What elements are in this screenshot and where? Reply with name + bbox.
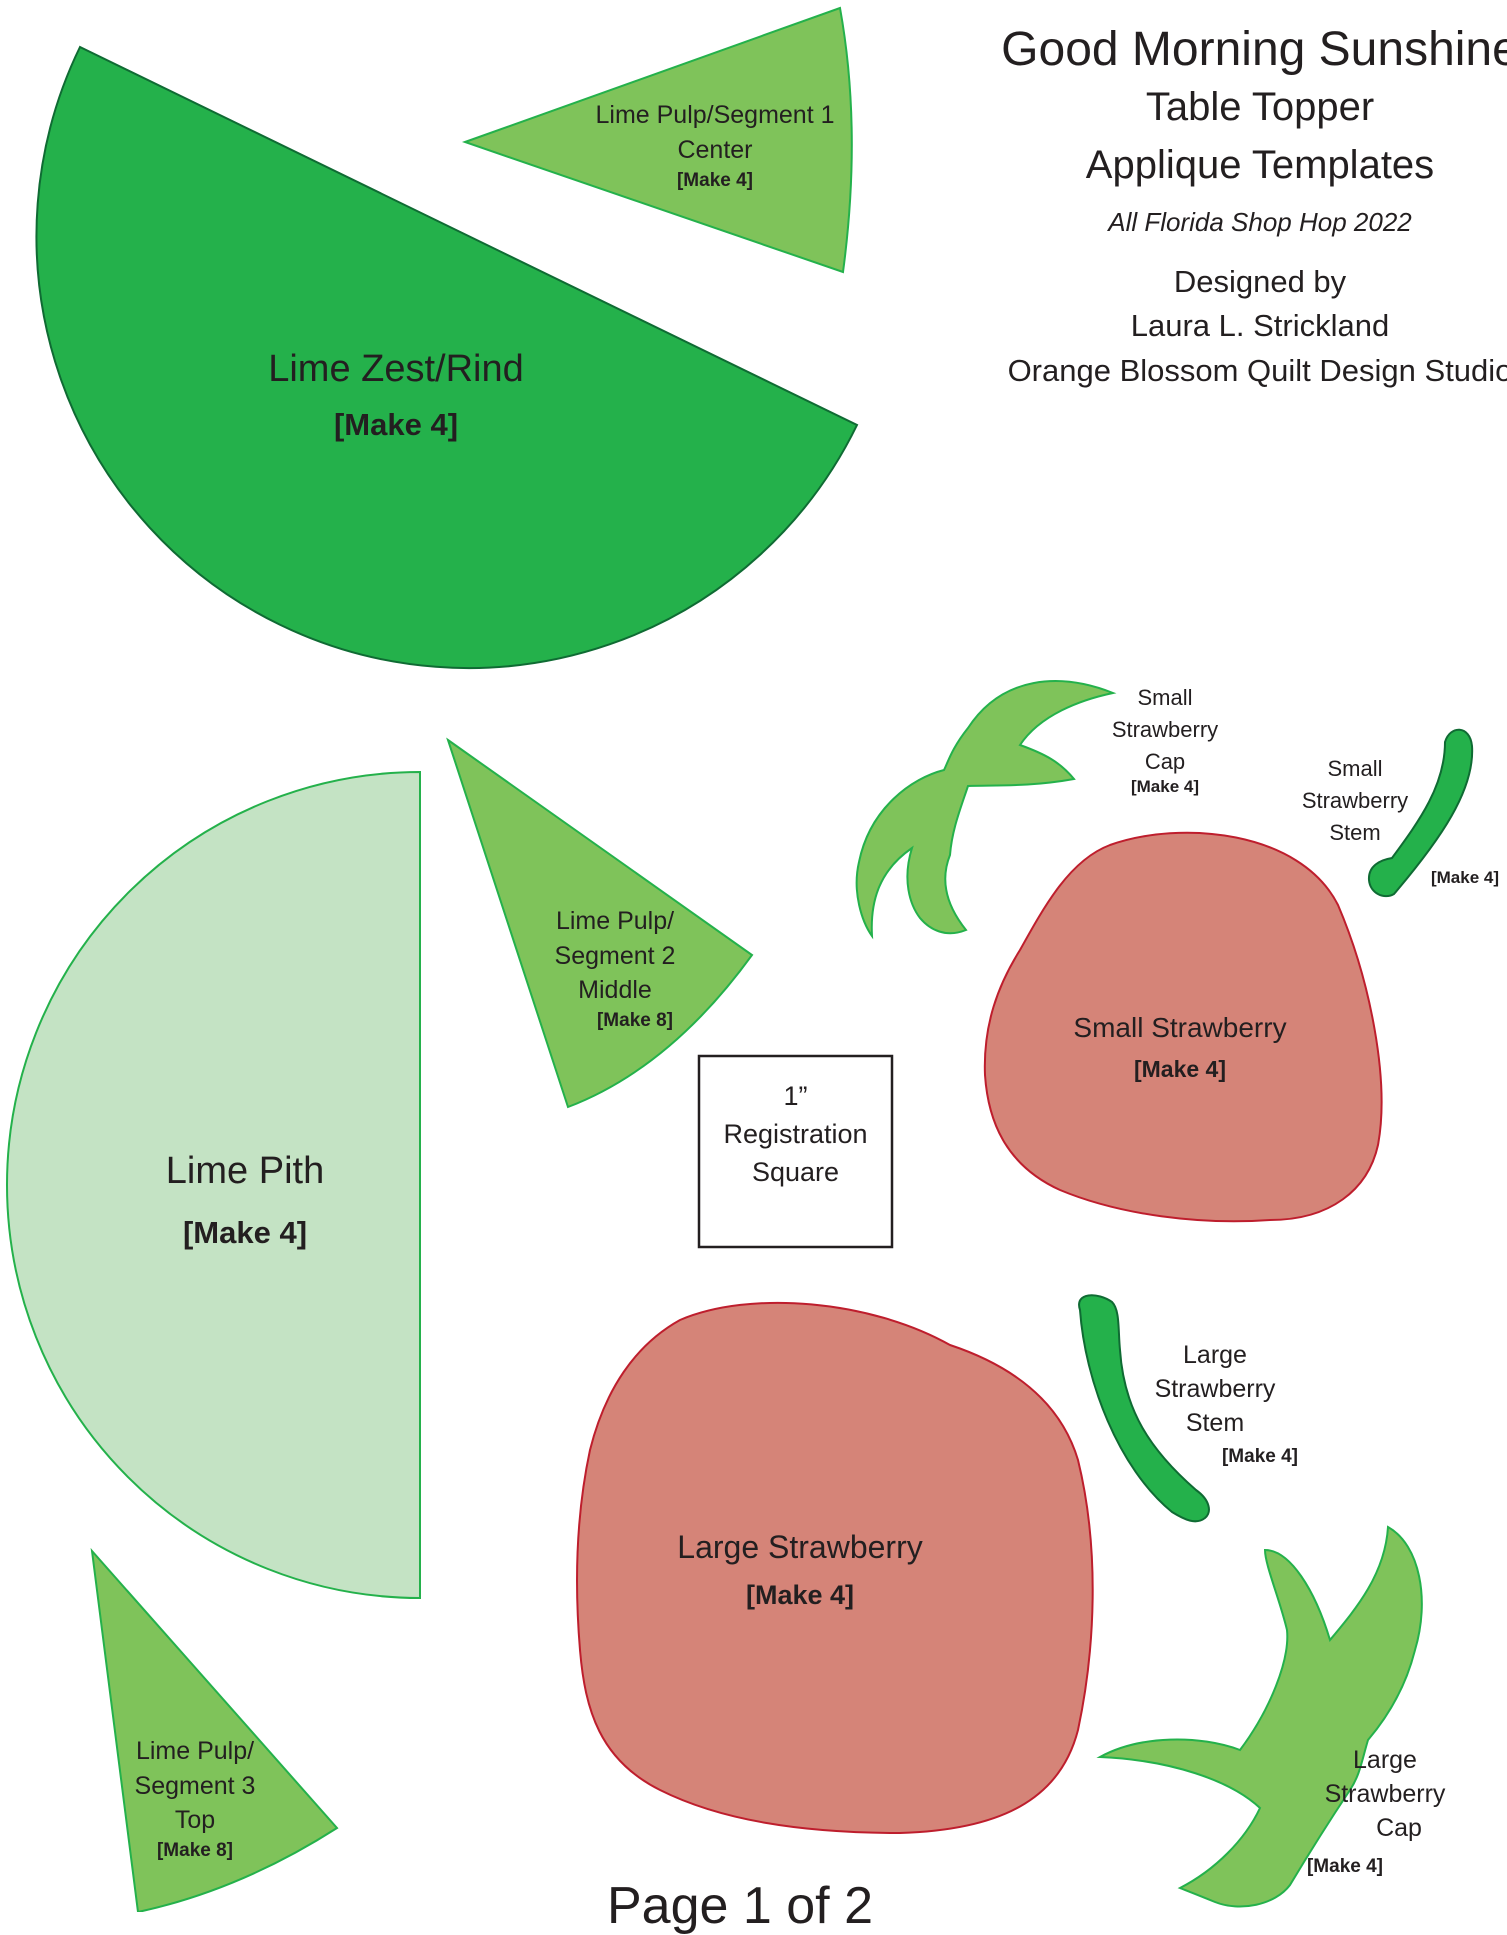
lime-pulp-segment-2-shape xyxy=(446,737,754,1109)
small-stem-qty: [Make 4] xyxy=(1430,868,1500,887)
segment-2-line-2: Segment 2 xyxy=(554,941,676,970)
lime-pulp-segment-3-shape xyxy=(90,1547,339,1912)
small-cap-qty: [Make 4] xyxy=(1130,776,1200,796)
large-strawberry-label: Large Strawberry [Make 4] xyxy=(640,1528,960,1612)
large-cap-qty: [Make 4] xyxy=(1306,1856,1384,1877)
pattern-subtitle-1: Table Topper xyxy=(1145,85,1375,129)
segment-2-line-1: Lime Pulp/ xyxy=(555,907,675,935)
lime-zest-qty: [Make 4] xyxy=(333,407,459,443)
small-cap-line-1: Small xyxy=(1137,685,1193,710)
small-cap-line-3: Cap xyxy=(1144,748,1186,774)
segment-3-label: Lime Pulp/ Segment 3 Top [Make 8] xyxy=(100,1734,290,1864)
large-stem-line-2: Strawberry xyxy=(1154,1375,1276,1403)
segment-1-line-1: Lime Pulp/Segment 1 xyxy=(595,101,835,129)
small-strawberry-label: Small Strawberry [Make 4] xyxy=(1040,1011,1320,1083)
lime-zest-name: Lime Zest/Rind xyxy=(268,348,524,390)
pattern-title: Good Morning Sunshine xyxy=(1001,23,1507,76)
segment-1-qty: [Make 4] xyxy=(676,170,754,191)
large-stem-label: Large Strawberry Stem xyxy=(1130,1338,1300,1440)
small-stem-line-1: Small xyxy=(1327,756,1383,781)
small-stem-line-2: Strawberry xyxy=(1301,787,1409,813)
large-stem-line-3: Stem xyxy=(1185,1409,1245,1437)
lime-zest-rind-shape xyxy=(35,45,859,670)
large-strawberry-cap-shape xyxy=(1096,1525,1423,1908)
event-name: All Florida Shop Hop 2022 xyxy=(1108,207,1412,237)
lime-pith-name: Lime Pith xyxy=(165,1150,325,1192)
large-cap-line-1: Large xyxy=(1353,1746,1417,1774)
segment-2-label: Lime Pulp/ Segment 2 Middle [Make 8] xyxy=(510,904,720,1034)
large-cap-line-2: Strawberry xyxy=(1324,1780,1446,1808)
lime-pith-label: Lime Pith [Make 4] xyxy=(100,1148,390,1252)
segment-3-line-2: Segment 3 xyxy=(134,1771,256,1800)
small-stem-line-3: Stem xyxy=(1329,819,1381,845)
small-cap-label: Small Strawberry Cap [Make 4] xyxy=(1090,682,1240,796)
lime-pulp-segment-1-shape xyxy=(461,6,853,274)
large-strawberry-qty: [Make 4] xyxy=(745,1580,855,1611)
designer-name: Laura L. Strickland xyxy=(1130,308,1390,343)
lime-zest-label: Lime Zest/Rind [Make 4] xyxy=(236,346,556,444)
small-strawberry-shape xyxy=(983,831,1383,1223)
studio-name: Orange Blossom Quilt Design Studio xyxy=(1007,353,1507,388)
pattern-subtitle-2: Applique Templates xyxy=(1085,143,1435,187)
large-strawberry-name: Large Strawberry xyxy=(677,1529,923,1565)
small-strawberry-cap-shape xyxy=(855,680,1117,940)
segment-1-line-2: Center xyxy=(677,135,753,164)
small-strawberry-name: Small Strawberry xyxy=(1073,1012,1287,1043)
lime-pith-qty: [Make 4] xyxy=(182,1215,308,1251)
small-cap-line-2: Strawberry xyxy=(1111,716,1219,742)
large-stem-line-1: Large xyxy=(1183,1341,1247,1369)
registration-square-label: 1” Registration Square xyxy=(699,1078,892,1191)
large-cap-line-3: Cap xyxy=(1376,1814,1422,1842)
page-number: Page 1 of 2 xyxy=(607,1877,873,1935)
segment-3-line-1: Lime Pulp/ xyxy=(135,1737,255,1765)
segment-3-qty: [Make 8] xyxy=(156,1839,234,1861)
large-stem-qty: [Make 4] xyxy=(1221,1446,1299,1467)
small-strawberry-qty: [Make 4] xyxy=(1133,1056,1227,1083)
lime-pith-shape xyxy=(6,770,421,1600)
segment-2-line-3: Middle xyxy=(578,976,652,1004)
registration-line-3: Square xyxy=(751,1156,840,1187)
segment-3-line-3: Top xyxy=(174,1806,216,1834)
large-strawberry-stem-shape xyxy=(1078,1294,1210,1523)
registration-line-1: 1” xyxy=(783,1081,808,1111)
segment-1-label: Lime Pulp/Segment 1 Center [Make 4] xyxy=(570,100,860,192)
large-cap-label: Large Strawberry Cap xyxy=(1310,1743,1460,1845)
small-strawberry-stem-shape xyxy=(1367,728,1474,898)
designed-by-label: Designed by xyxy=(1173,264,1347,299)
registration-line-2: Registration xyxy=(723,1118,868,1149)
segment-2-qty: [Make 8] xyxy=(596,1009,674,1031)
registration-square-shape xyxy=(697,1054,894,1249)
large-strawberry-shape xyxy=(576,1301,1094,1835)
small-stem-label: Small Strawberry Stem xyxy=(1280,753,1430,849)
